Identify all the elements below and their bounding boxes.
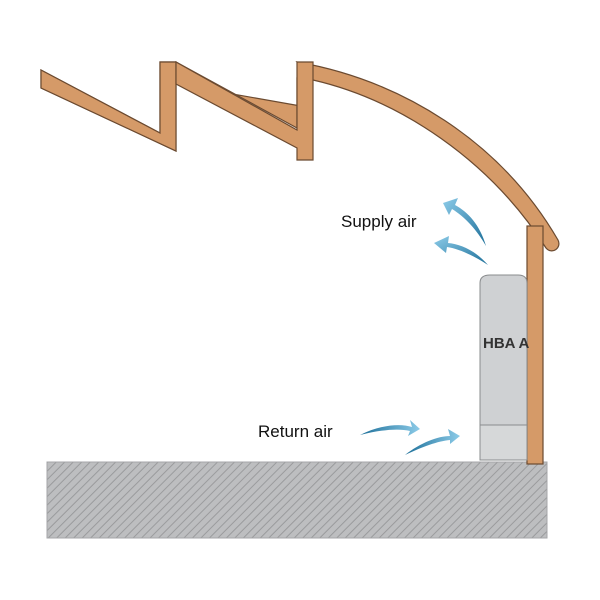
sawtooth-tooth-2: [175, 60, 314, 161]
supply-arrow-upper: [443, 198, 486, 246]
supply-arrow-lower: [434, 236, 488, 265]
arch-roof: [295, 61, 560, 252]
return-air-arrows: [360, 420, 460, 455]
hba-unit-base: [479, 424, 528, 461]
return-air-label: Return air: [258, 422, 333, 441]
return-arrow-lower: [405, 429, 460, 455]
ground-slab: [46, 461, 548, 539]
hba-unit-body: [479, 274, 528, 426]
supply-air-label: Supply air: [341, 212, 417, 231]
return-arrow-upper: [360, 420, 420, 436]
supply-air-arrows: [434, 198, 488, 265]
sawtooth-tooth-1: [40, 61, 177, 152]
hba-unit-label: HBA A: [483, 335, 530, 352]
